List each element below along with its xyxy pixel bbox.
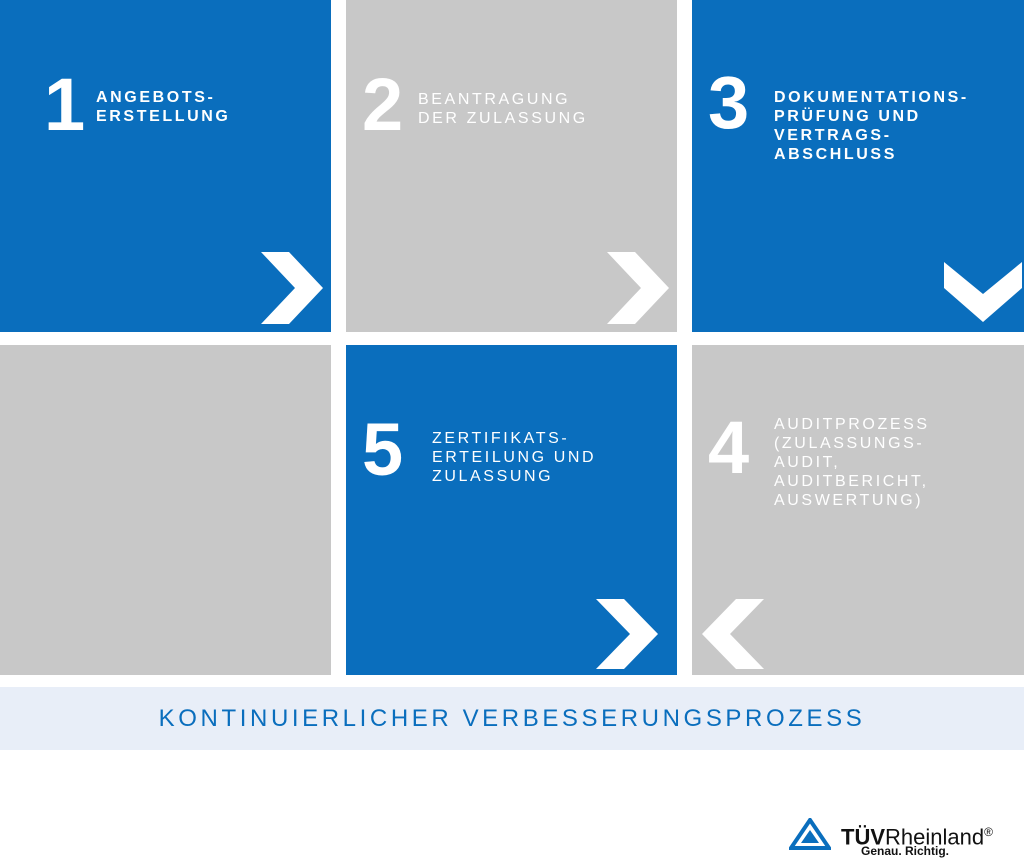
step-1-tile: 1 ANGEBOTS- ERSTELLUNG [0,0,331,332]
step-2-label: BEANTRAGUNG DER ZULASSUNG [418,91,588,127]
improvement-banner: KONTINUIERLICHER VERBESSERUNGSPROZESS [0,687,1024,750]
step-4-number: 4 [708,406,749,489]
logo-brand-rest: Rheinland [885,824,985,850]
step-4-label: AUDITPROZESS (ZULASSUNGS- AUDIT, AUDITBE… [774,416,930,509]
chevron-left-icon [702,599,764,669]
step-5-number: 5 [362,408,403,491]
logo-brand-bold: TÜV [841,824,885,850]
banner-text: KONTINUIERLICHER VERBESSERUNGSPROZESS [158,705,866,732]
chevron-right-icon [607,252,669,324]
tuv-triangle-icon [789,818,831,850]
step-5-label: ZERTIFIKATS- ERTEILUNG UND ZULASSUNG [432,430,597,485]
logo-registered: ® [984,825,993,839]
step-1-label: ANGEBOTS- ERSTELLUNG [96,89,231,125]
chevron-right-icon [261,252,323,324]
chevron-right-icon [596,599,658,669]
step-4-tile: 4 AUDITPROZESS (ZULASSUNGS- AUDIT, AUDIT… [692,345,1024,675]
logo-wordmark: TÜVRheinland® [841,820,993,849]
step-2-number: 2 [362,63,403,146]
step-1-number: 1 [44,63,85,146]
step-3-tile: 3 DOKUMENTATIONS- PRÜFUNG UND VERTRAGS- … [692,0,1024,332]
step-3-number: 3 [708,61,749,144]
chevron-down-icon [944,262,1022,322]
tuv-logo: TÜVRheinland® Genau. Richtig. [783,810,1003,860]
logo-tagline: Genau. Richtig. [861,844,950,858]
step-5-tile: 5 ZERTIFIKATS- ERTEILUNG UND ZULASSUNG [346,345,677,675]
step-3-label: DOKUMENTATIONS- PRÜFUNG UND VERTRAGS- AB… [774,89,969,163]
step-2-tile: 2 BEANTRAGUNG DER ZULASSUNG [346,0,677,332]
empty-tile [0,345,331,675]
